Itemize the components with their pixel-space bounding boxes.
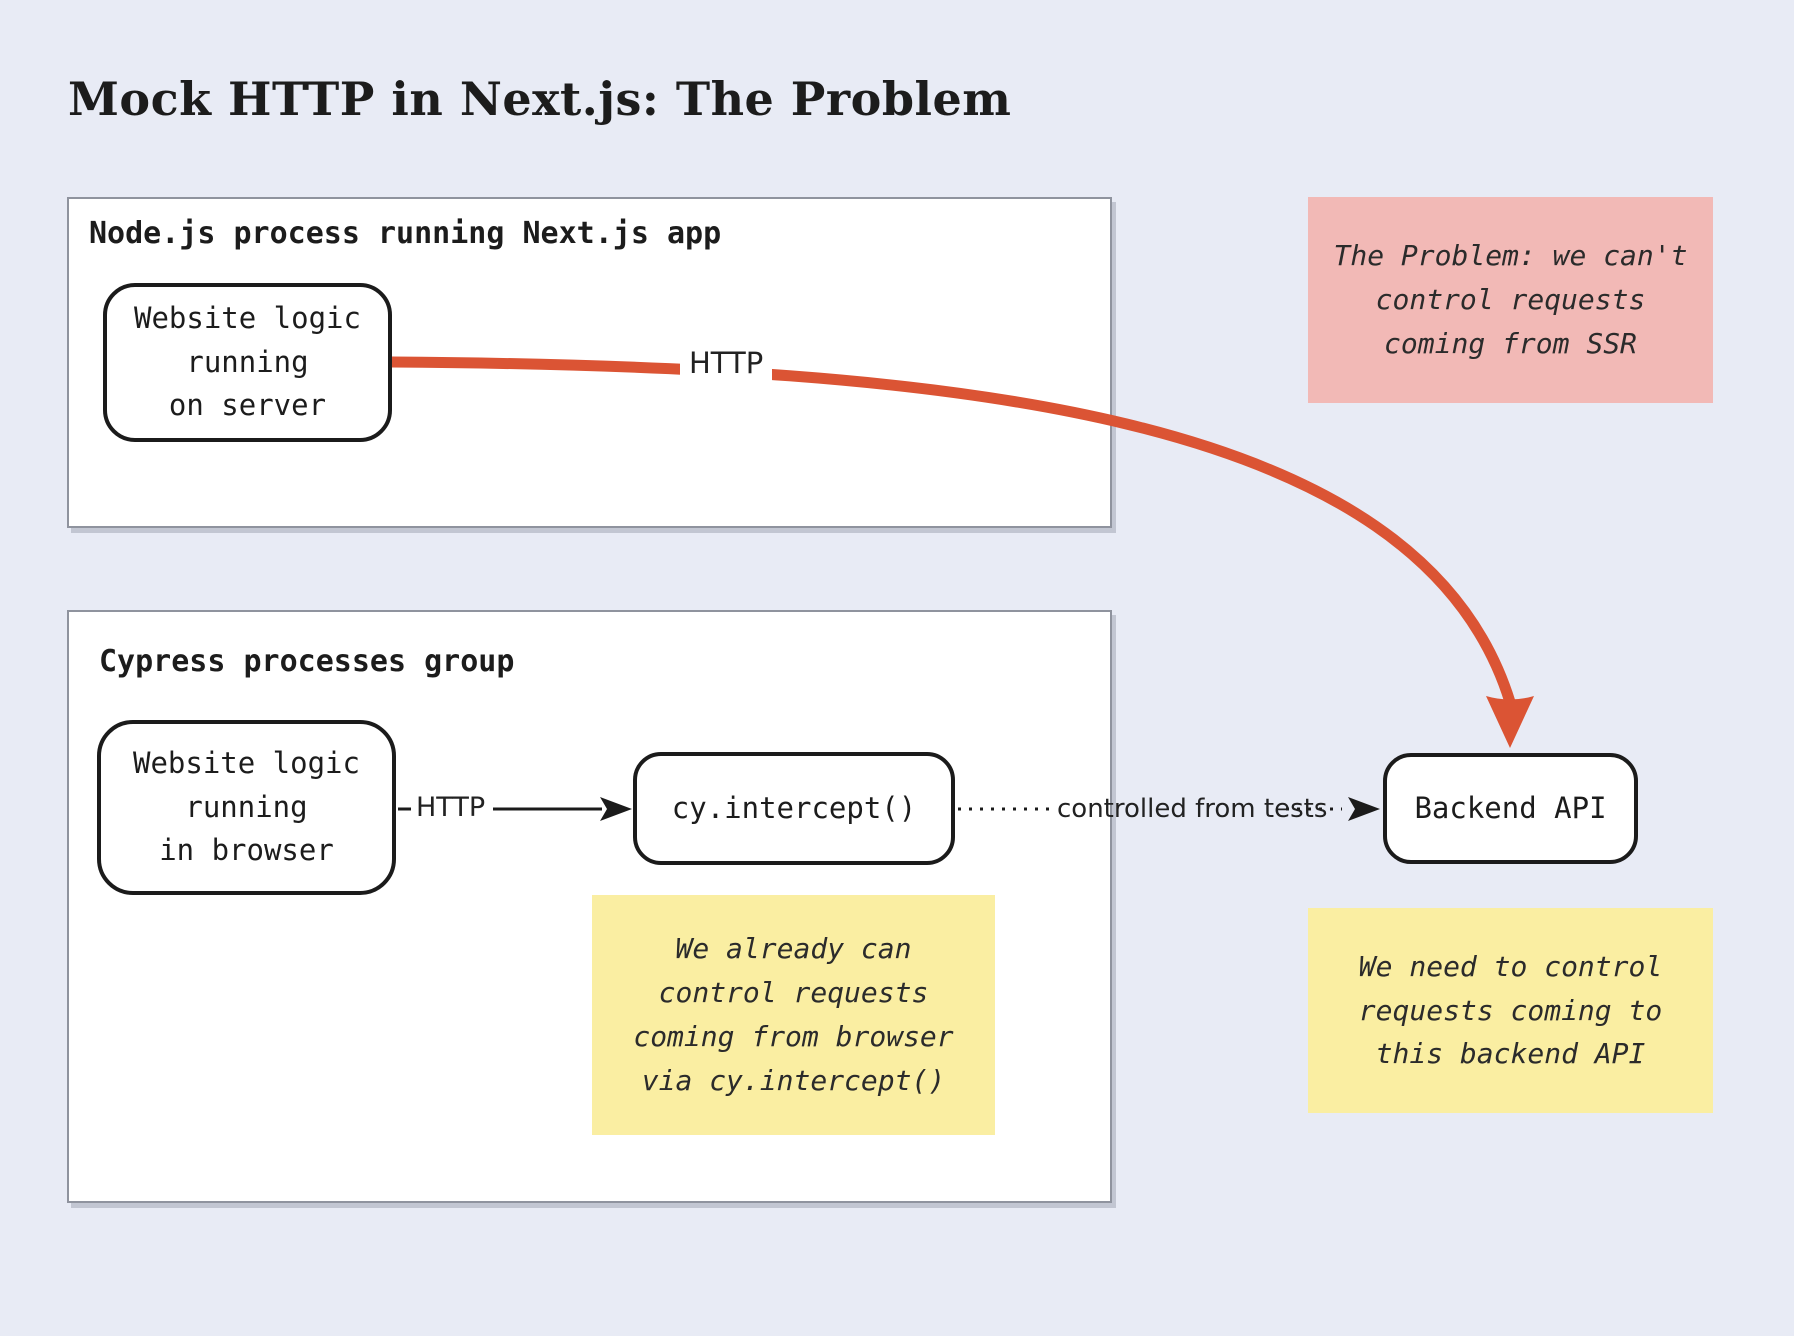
note-need-control-backend: We need to control requests coming to th… — [1308, 908, 1713, 1113]
controlled-arrowhead-icon — [1348, 797, 1380, 821]
cypress-group-heading: Cypress processes group — [99, 644, 515, 679]
note-problem-ssr: The Problem: we can't control requests c… — [1308, 197, 1713, 403]
node-cy-intercept: cy.intercept() — [633, 752, 955, 865]
page-title: Mock HTTP in Next.js: The Problem — [68, 72, 1012, 126]
node-backend-api: Backend API — [1383, 753, 1638, 864]
edge-label-http-browser: HTTP — [416, 792, 486, 823]
edge-label-controlled-from-tests: controlled from tests — [1057, 794, 1328, 824]
node-process-group-heading: Node.js process running Next.js app — [89, 216, 722, 251]
ssr-http-arrowhead-icon — [1486, 696, 1534, 748]
node-website-logic-server: Website logic running on server — [103, 283, 392, 442]
node-website-logic-browser: Website logic running in browser — [97, 720, 396, 895]
edge-label-http-ssr: HTTP — [680, 345, 773, 381]
note-already-can-control: We already can control requests coming f… — [592, 895, 995, 1135]
